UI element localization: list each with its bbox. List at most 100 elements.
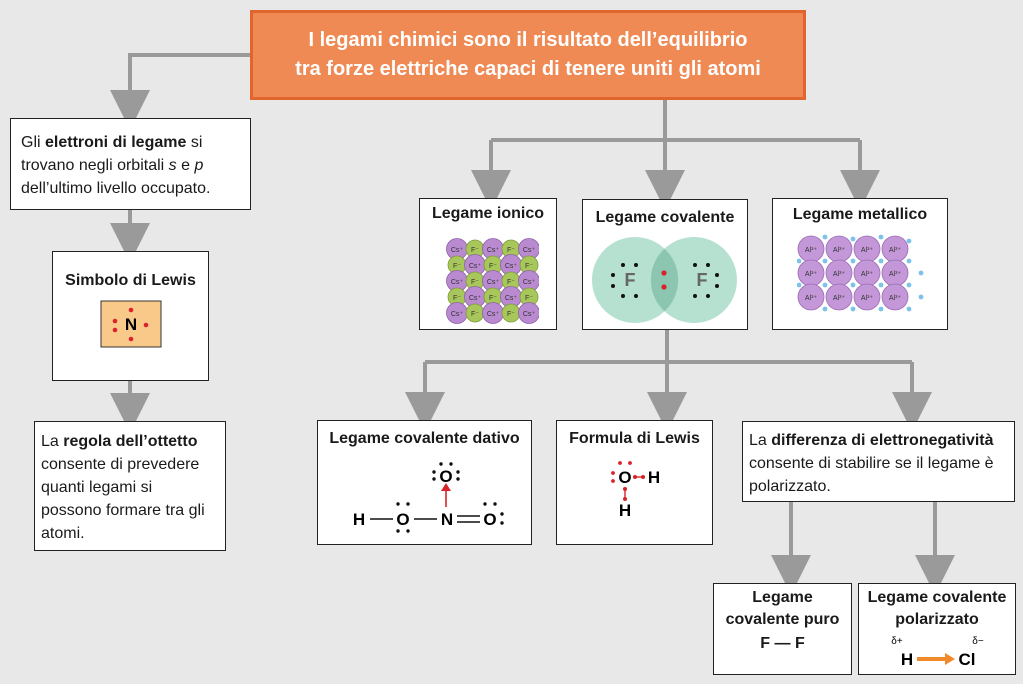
svg-text:F⁻: F⁻ [471,311,479,318]
delocalized-electron [906,282,912,288]
covalent-f2-molecule: F F [592,237,737,323]
octet-text: consente di prevedere quanti legami si p… [41,456,205,542]
dative-bond-box: Legame covalente dativo H O N O O [317,420,532,545]
aluminum-ion: Al³⁺ [825,283,853,311]
svg-text:Al³⁺: Al³⁺ [833,271,846,278]
aluminum-ion: Al³⁺ [825,259,853,287]
fluorine-right-label: F [697,270,708,290]
delta-plus: δ+ [891,636,903,647]
svg-text:Al³⁺: Al³⁺ [833,247,846,254]
water-hydrogen-bottom-label: H [619,501,631,520]
electrons-text: e [176,157,195,174]
svg-text:F⁻: F⁻ [525,295,533,302]
delocalized-electron [878,234,884,240]
delocalized-electron [850,282,856,288]
lewis-symbol-header: Simbolo di Lewis [65,272,196,289]
title-box: I legami chimici sono il risultato dell’… [250,10,806,100]
polar-header-line-2: polarizzato [895,611,979,628]
delta-minus: δ− [972,636,984,647]
fluorine-left-label: F [625,270,636,290]
covalent-header: Legame covalente [595,209,735,226]
svg-text:Cs⁺: Cs⁺ [523,247,536,254]
svg-text:Al³⁺: Al³⁺ [805,271,818,278]
svg-text:Cs⁺: Cs⁺ [451,311,464,318]
ionic-header: Legame ionico [431,205,545,222]
polar-cl-label: Cl [959,650,976,669]
lewis-formula-header: Formula di Lewis [569,430,700,447]
polar-covalent-box: Legame covalente polarizzato δ+ δ− H Cl [858,583,1016,675]
pure-formula: F — F [760,635,805,652]
delocalized-electron [906,306,912,312]
electroneg-bold: differenza di elettronegatività [771,432,994,449]
svg-text:F⁻: F⁻ [489,295,497,302]
cesium-ion: Cs⁺ [482,302,504,324]
svg-text:Al³⁺: Al³⁺ [889,271,902,278]
svg-text:Al³⁺: Al³⁺ [805,295,818,302]
svg-text:Cs⁺: Cs⁺ [505,263,518,270]
svg-text:Cs⁺: Cs⁺ [523,279,536,286]
electronegativity-box: La differenza di elettronegatività conse… [742,421,1015,502]
polar-header-line-1: Legame covalente [867,589,1007,606]
aluminum-ion: Al³⁺ [797,235,825,263]
fluoride-ion: F⁻ [465,303,485,323]
octet-text: La [41,433,64,450]
oxygen-top-label: O [439,467,452,486]
title-line-2: tra forze elettriche capaci di tenere un… [295,58,761,80]
svg-text:F⁻: F⁻ [471,247,479,254]
delocalized-electron [797,258,802,264]
water-oxygen-label: O [618,468,631,487]
svg-text:Al³⁺: Al³⁺ [833,295,846,302]
svg-text:Cs⁺: Cs⁺ [487,311,500,318]
fluoride-ion: F⁻ [501,303,521,323]
electrons-box: Gli elettroni di legame si trovano negli… [10,118,251,210]
svg-text:F⁻: F⁻ [453,295,461,302]
polar-h-label: H [901,650,913,669]
electroneg-text: consente di stabilire se il legame è pol… [749,455,994,495]
delocalized-electron [918,294,924,300]
pure-header-line-1: Legame [752,589,813,606]
delocalized-electron [850,236,856,242]
svg-text:F⁻: F⁻ [507,247,515,254]
delocalized-electron [850,258,856,264]
svg-text:F⁻: F⁻ [507,279,515,286]
svg-text:F⁻: F⁻ [525,263,533,270]
electroneg-text: La [749,432,772,449]
aluminum-ion: Al³⁺ [797,283,825,311]
pure-header-line-2: covalente puro [725,611,840,628]
aluminum-ion: Al³⁺ [853,235,881,263]
oxygen-right-label: O [483,510,496,529]
nitrogen-center-label: N [441,510,453,529]
svg-text:Cs⁺: Cs⁺ [487,279,500,286]
covalent-bond-box: Legame covalente F F [582,199,748,330]
water-lewis-structure: O H H [611,461,660,520]
svg-text:Cs⁺: Cs⁺ [487,247,500,254]
aluminum-ion: Al³⁺ [825,235,853,263]
metallic-bond-box: Legame metallico Al³⁺Al³⁺Al³⁺Al³⁺Al³⁺Al³… [772,198,948,330]
svg-text:F⁻: F⁻ [471,279,479,286]
svg-text:Cs⁺: Cs⁺ [451,247,464,254]
delocalized-electron [822,306,828,312]
svg-text:F⁻: F⁻ [507,311,515,318]
lewis-symbol-box: Simbolo di Lewis N [52,251,209,381]
aluminum-ion: Al³⁺ [853,283,881,311]
cesium-ion: Cs⁺ [518,302,539,324]
aluminum-ion: Al³⁺ [881,235,909,263]
delocalized-electron [797,282,802,288]
aluminum-ion: Al³⁺ [853,259,881,287]
svg-text:Cs⁺: Cs⁺ [469,263,482,270]
electrons-text: dell’ultimo livello occupato. [21,180,211,197]
delocalized-electron [878,306,884,312]
octet-bold: regola dell’ottetto [63,433,198,450]
title-line-1: I legami chimici sono il risultato dell’… [308,29,748,51]
aluminum-ion: Al³⁺ [797,259,825,287]
delocalized-electron [822,282,828,288]
water-hydrogen-right-label: H [648,468,660,487]
orbital-p: p [194,157,204,174]
oxygen-left-label: O [396,510,409,529]
metallic-lattice: Al³⁺Al³⁺Al³⁺Al³⁺Al³⁺Al³⁺Al³⁺Al³⁺Al³⁺Al³⁺… [797,234,924,312]
svg-text:Al³⁺: Al³⁺ [861,295,874,302]
dative-header: Legame covalente dativo [329,430,520,447]
svg-text:Cs⁺: Cs⁺ [469,295,482,302]
svg-text:Al³⁺: Al³⁺ [805,247,818,254]
aluminum-ion: Al³⁺ [881,283,909,311]
